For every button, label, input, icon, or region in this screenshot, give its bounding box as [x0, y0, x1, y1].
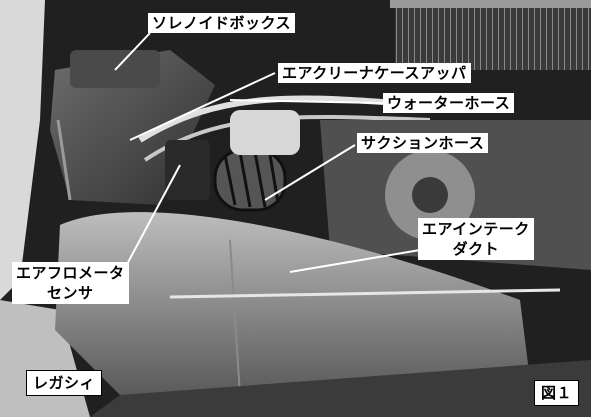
leader-air-cleaner-case: [129, 72, 276, 141]
label-air-flow-meter-line1: エアフロメータ: [16, 264, 125, 282]
leader-air-intake-duct: [289, 249, 421, 273]
label-air-intake-duct-line2: ダクト: [452, 240, 500, 258]
label-air-flow-meter-sensor: エアフロメータ センサ: [12, 262, 129, 304]
label-car-model: レガシィ: [26, 370, 103, 396]
radiator-frame: [390, 0, 591, 8]
label-air-intake-duct: エアインテーク ダクト: [418, 218, 534, 260]
air-intake-duct-body: [55, 212, 530, 395]
label-air-flow-meter-line2: センサ: [47, 284, 94, 302]
left-fender: [0, 0, 45, 300]
label-figure-number: 図１: [534, 380, 580, 406]
label-water-hose: ウォーターホース: [383, 93, 515, 113]
leader-water-hose: [229, 99, 386, 104]
duct-seam: [229, 239, 241, 396]
label-air-cleaner-case-upper: エアクリーナケースアッパ: [278, 63, 471, 83]
leader-air-flow-meter: [124, 164, 181, 269]
label-suction-hose: サクションホース: [357, 133, 489, 153]
alternator-hub: [412, 177, 448, 213]
air-cleaner-ribs: [56, 119, 72, 201]
label-solenoid-box: ソレノイドボックス: [148, 13, 296, 33]
reservoir-tank: [230, 110, 300, 155]
front-lower-panel: [90, 360, 591, 417]
leader-suction-hose: [264, 144, 356, 201]
leader-solenoid-box: [114, 32, 151, 71]
leader-lines: [114, 32, 421, 273]
radiator: [395, 0, 591, 70]
hood-prop-rod: [169, 288, 561, 299]
label-air-intake-duct-line1: エアインテーク: [422, 220, 530, 238]
air-flow-meter-body: [165, 140, 210, 200]
suction-corrugated-hose: [213, 148, 287, 212]
